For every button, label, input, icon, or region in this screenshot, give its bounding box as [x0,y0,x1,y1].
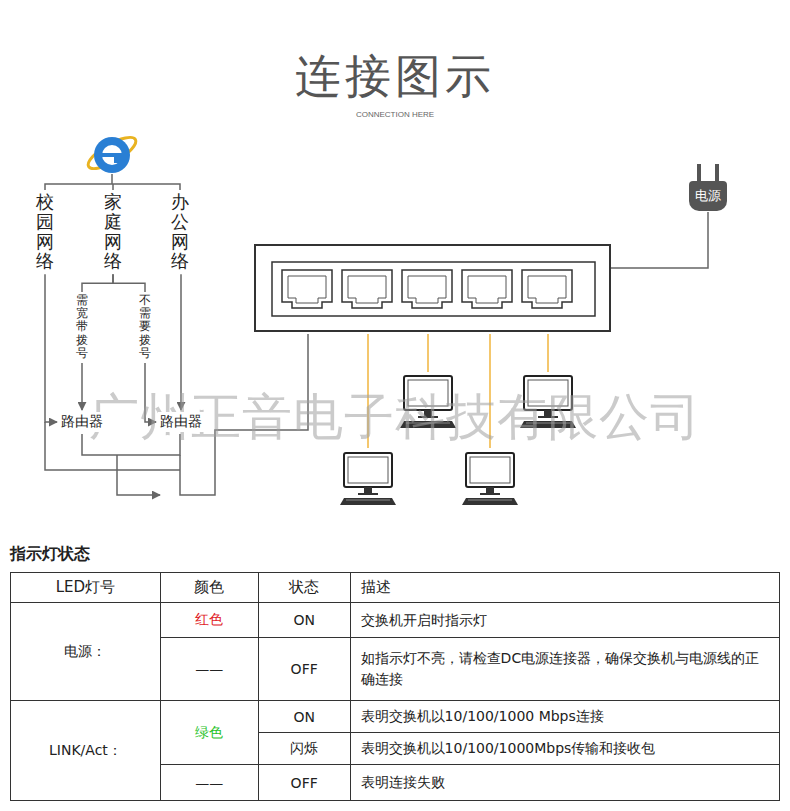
router-label: 路由器 [158,412,204,432]
plug-body: 电源 [689,181,727,211]
table-cell: 交换机开启时指示灯 [350,603,779,638]
network-column: 家庭网络 [104,192,122,271]
network-column: 校园网络 [36,192,54,271]
table-cell: 闪烁 [258,733,350,765]
wire [45,174,708,495]
table-cell: —— [160,765,258,801]
table-cell: 绿色 [160,701,258,765]
connector [113,274,145,292]
cell-text: —— [195,775,223,791]
cell-text: 红色 [195,611,223,627]
column-text: 校园网络 [36,192,54,271]
plug-prongs [697,164,719,182]
column-text: 办公网络 [171,192,189,271]
cell-text: OFF [291,775,318,791]
network-column: 办公网络 [171,192,189,271]
cell-text: 交换机开启时指示灯 [361,612,487,628]
node-text: 电源 [695,188,721,203]
network-column: 需宽带拨号 [76,294,88,360]
cell-text: LINK/Act： [49,742,122,758]
cell-text: LED灯号 [56,578,115,596]
cell-text: ON [293,709,315,725]
cell-text: 闪烁 [290,740,318,756]
column-text: 不需要拨号 [139,294,151,360]
table-heading: 指示灯状态 [10,544,90,565]
cell-text: 绿色 [195,724,223,740]
table-cell: —— [160,638,258,701]
cell-text: OFF [291,661,318,677]
switch [255,245,610,331]
table-cell: ON [258,701,350,733]
cell-text: ON [293,612,315,628]
cell-text: 表明交换机以10/100/1000 Mbps连接 [361,708,604,724]
column-text: 需宽带拨号 [76,294,88,360]
node-text: 路由器 [61,413,103,429]
led-table: LED灯号 颜色 状态 描述电源： 红色 ON 交换机开启时指示灯 —— OFF 如指示灯不亮，请… [10,572,780,801]
table-cell: 如指示灯不亮，请检查DC电源连接器，确保交换机与电源线的正确连接 [350,638,779,701]
table-cell: OFF [258,765,350,801]
cell-text: —— [195,661,223,677]
router-label: 路由器 [59,412,105,432]
table-cell: 颜色 [160,573,258,603]
cell-text: 如指示灯不亮，请检查DC电源连接器，确保交换机与电源线的正确连接 [361,650,760,687]
table-cell: 表明交换机以10/100/1000Mbps传输和接收包 [350,733,779,765]
ie-icon [84,132,140,175]
connector [45,274,57,422]
watermark: 广州正音电子科技有限公司 [0,384,790,451]
connector [81,363,83,410]
subtitle: CONNECTION HERE [0,110,790,119]
node-text: 路由器 [160,413,202,429]
cell-text: 描述 [361,578,391,596]
table-cell: 状态 [258,573,350,603]
table-cell: 描述 [350,573,779,603]
cell-text: 颜色 [194,578,224,596]
table-cell: LED灯号 [11,573,161,603]
title: 连接图示 [0,46,790,108]
cell-text: 电源： [64,643,106,659]
cell-text: 表明连接失败 [361,774,445,790]
table-cell: 红色 [160,603,258,638]
column-text: 家庭网络 [104,192,122,271]
table-cell: 表明交换机以10/100/1000 Mbps连接 [350,701,779,733]
connector [82,274,113,292]
table-cell: 电源： [11,603,161,701]
table-cell: 表明连接失败 [350,765,779,801]
cell-text: 状态 [289,578,319,596]
cell-text: 表明交换机以10/100/1000Mbps传输和接收包 [361,740,656,756]
table-cell: ON [258,603,350,638]
table-cell: OFF [258,638,350,701]
table-cell: LINK/Act： [11,701,161,801]
network-column: 不需要拨号 [139,294,151,360]
